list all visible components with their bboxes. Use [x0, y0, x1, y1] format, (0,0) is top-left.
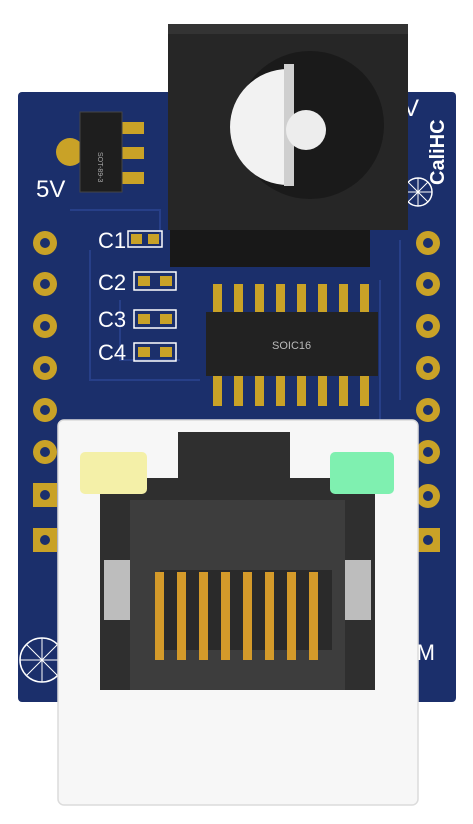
header-pin: [416, 272, 440, 296]
regulator: SOT-89-3: [79, 111, 144, 193]
label-5v: 5V: [36, 176, 65, 203]
left-header: [33, 231, 57, 552]
header-pin: [33, 356, 57, 380]
header-pin-square: [416, 528, 440, 552]
header-pin: [33, 398, 57, 422]
header-pin: [416, 398, 440, 422]
header-pin: [33, 231, 57, 255]
rj45-contacts: [155, 572, 318, 660]
dc-barrel-jack: [168, 24, 408, 267]
capacitor-c3: [133, 309, 177, 329]
via-pad: [56, 138, 84, 166]
header-pin: [33, 440, 57, 464]
brand-text: CaliHC: [427, 119, 449, 185]
capacitor-c4: [133, 342, 177, 362]
label-c1: C1: [98, 228, 126, 253]
right-header: [416, 231, 440, 552]
header-pin-square: [33, 483, 57, 507]
capacitor-c1: [127, 230, 163, 248]
led-left: [80, 452, 147, 494]
capacitor-c2: [133, 271, 177, 291]
header-pin: [416, 314, 440, 338]
header-pin: [416, 356, 440, 380]
regulator-label: SOT-89-3: [96, 152, 103, 182]
header-pin: [416, 484, 440, 508]
ic-label: SOIC16: [272, 340, 311, 352]
rj45-connector: [57, 419, 419, 806]
header-pin-square: [33, 528, 57, 552]
label-c3: C3: [98, 307, 126, 332]
ic-pins-top: [213, 284, 369, 314]
header-pin: [33, 314, 57, 338]
header-pin: [33, 272, 57, 296]
brand-logo: CaliHC: [403, 119, 449, 207]
led-right: [330, 452, 394, 494]
label-c4: C4: [98, 340, 126, 365]
label-c2: C2: [98, 270, 126, 295]
header-pin: [416, 231, 440, 255]
header-pin: [416, 440, 440, 464]
soic16-chip: SOIC16: [206, 284, 378, 406]
ic-pins-bottom: [213, 374, 369, 406]
